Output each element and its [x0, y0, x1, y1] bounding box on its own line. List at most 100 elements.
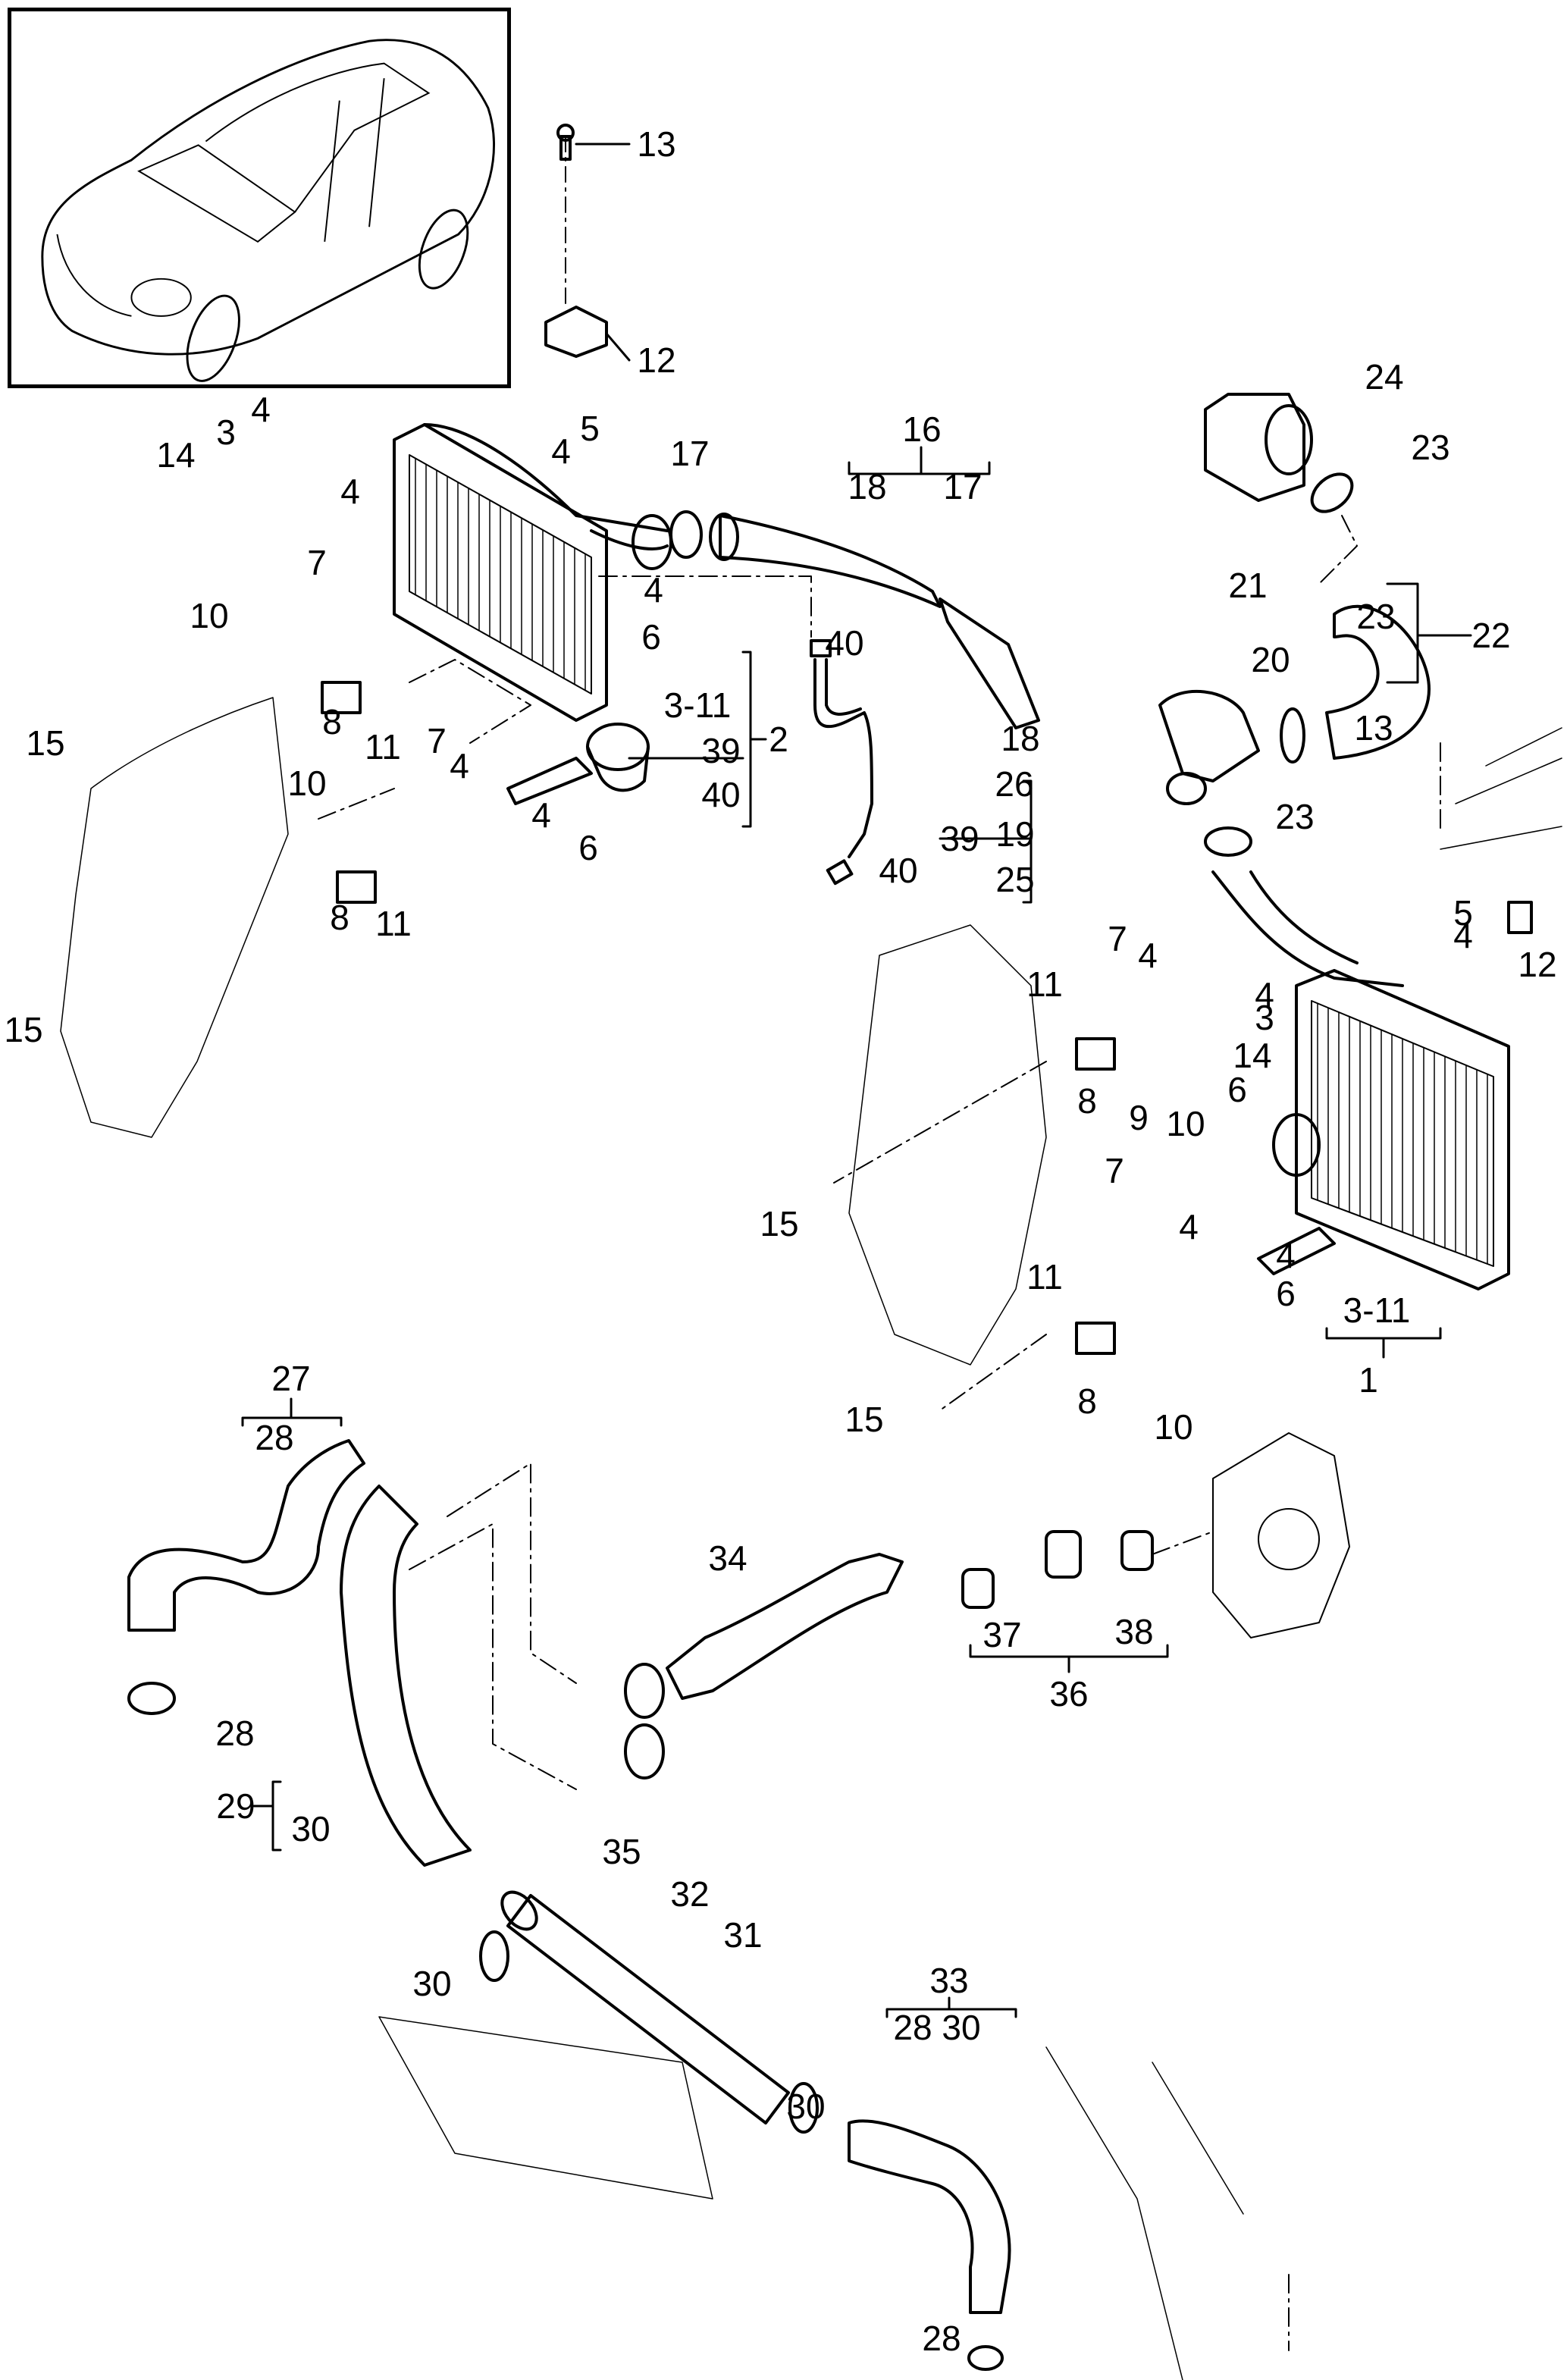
part-callout-11[interactable]: 11: [365, 727, 401, 767]
part-callout-36[interactable]: 36: [1049, 1674, 1089, 1714]
part-callout-4[interactable]: 4: [251, 390, 271, 429]
part-callout-9[interactable]: 9: [1129, 1098, 1149, 1137]
part-callout-11[interactable]: 11: [1026, 1257, 1063, 1297]
pipe-31: [500, 1890, 819, 2134]
part-callout-10[interactable]: 10: [1154, 1407, 1193, 1447]
part-callout-4[interactable]: 4: [551, 431, 571, 471]
part-callout-28[interactable]: 28: [893, 2008, 932, 2047]
part-callout-6[interactable]: 6: [578, 828, 598, 867]
part-callout-34[interactable]: 34: [708, 1538, 747, 1578]
part-callout-39[interactable]: 39: [701, 731, 741, 770]
part-callout-30[interactable]: 30: [291, 1809, 331, 1848]
part-callout-4[interactable]: 4: [531, 795, 551, 835]
part-callout-40[interactable]: 40: [701, 775, 741, 814]
part-callout-27[interactable]: 27: [271, 1359, 311, 1398]
part-callout-8[interactable]: 8: [330, 898, 349, 937]
part-callout-12[interactable]: 12: [637, 340, 676, 380]
part-callout-40[interactable]: 40: [879, 851, 918, 890]
part-callout-25[interactable]: 25: [995, 860, 1035, 899]
part-callout-4[interactable]: 4: [1255, 975, 1274, 1014]
part-callout-7[interactable]: 7: [1108, 919, 1127, 958]
assembly-dashed-lines: [318, 515, 1441, 2351]
pipe-34: [624, 1530, 1154, 1780]
part-callout-14[interactable]: 14: [156, 435, 196, 475]
part-callout-29[interactable]: 29: [216, 1786, 255, 1826]
part-callout-2[interactable]: 2: [769, 720, 788, 759]
bracket-12-top: [544, 124, 631, 362]
part-callout-38[interactable]: 38: [1114, 1612, 1154, 1651]
part-callout-17[interactable]: 17: [670, 434, 710, 473]
part-callout-7[interactable]: 7: [307, 543, 327, 582]
part-callout-23[interactable]: 23: [1275, 797, 1315, 836]
part-callout-28[interactable]: 28: [255, 1418, 294, 1457]
part-callout-15[interactable]: 15: [26, 723, 65, 763]
part-callout-7[interactable]: 7: [427, 721, 447, 760]
part-callout-5[interactable]: 5: [1453, 893, 1473, 933]
part-callout-4[interactable]: 4: [1453, 916, 1473, 955]
part-callout-12[interactable]: 12: [1518, 945, 1557, 984]
part-callout-4[interactable]: 4: [1138, 936, 1158, 975]
part-callout-39[interactable]: 39: [940, 819, 979, 858]
part-callout-3[interactable]: 3: [216, 412, 236, 452]
part-callout-7[interactable]: 7: [1105, 1151, 1124, 1190]
part-callout-15[interactable]: 15: [4, 1010, 43, 1049]
part-callout-3[interactable]: 3: [1255, 998, 1274, 1037]
hose-33: [848, 2119, 1011, 2371]
part-callout-30[interactable]: 30: [412, 1964, 452, 2003]
part-callout-4[interactable]: 4: [340, 472, 360, 511]
part-callout-18[interactable]: 18: [848, 467, 887, 506]
part-callout-23[interactable]: 23: [1411, 428, 1450, 467]
part-callout-8[interactable]: 8: [322, 702, 342, 742]
leader-lines: [241, 446, 1472, 2018]
part-callout-15[interactable]: 15: [845, 1400, 884, 1439]
part-callout-23[interactable]: 23: [1356, 597, 1396, 636]
part-callout-10[interactable]: 10: [1166, 1104, 1205, 1143]
hose-22: [1158, 604, 1431, 857]
part-callout-4[interactable]: 4: [1276, 1236, 1296, 1275]
part-callout-3-11[interactable]: 3-11: [663, 685, 732, 725]
chassis-outline: [60, 697, 1562, 2380]
part-callout-14[interactable]: 14: [1233, 1036, 1272, 1075]
part-callout-32[interactable]: 32: [670, 1874, 710, 1914]
part-callout-10[interactable]: 10: [287, 764, 327, 803]
part-callout-19[interactable]: 19: [995, 814, 1035, 854]
part-callout-13[interactable]: 13: [637, 124, 676, 164]
part-callout-30[interactable]: 30: [786, 2087, 826, 2126]
part-callout-10[interactable]: 10: [190, 596, 229, 635]
part-callout-20[interactable]: 20: [1251, 640, 1290, 679]
part-callout-18[interactable]: 18: [1001, 719, 1040, 758]
part-callout-16[interactable]: 16: [902, 409, 942, 449]
part-callout-17[interactable]: 17: [943, 467, 983, 506]
part-callout-6[interactable]: 6: [1227, 1070, 1247, 1109]
part-callout-24[interactable]: 24: [1365, 357, 1404, 397]
mounting-brackets: [321, 681, 1533, 1355]
part-callout-33[interactable]: 33: [929, 1961, 969, 2000]
part-callout-4[interactable]: 4: [644, 570, 663, 610]
part-callout-15[interactable]: 15: [760, 1204, 799, 1243]
part-callout-35[interactable]: 35: [602, 1832, 641, 1871]
part-callout-22[interactable]: 22: [1471, 616, 1511, 655]
part-callout-5[interactable]: 5: [580, 409, 600, 448]
part-callout-28[interactable]: 28: [215, 1714, 255, 1753]
part-callout-8[interactable]: 8: [1077, 1381, 1097, 1421]
part-callout-26[interactable]: 26: [995, 764, 1034, 804]
part-callout-40[interactable]: 40: [825, 623, 864, 663]
turbocharger: [1212, 1432, 1350, 1638]
part-callout-21[interactable]: 21: [1228, 566, 1268, 605]
part-callout-3-11[interactable]: 3-11: [1343, 1290, 1411, 1330]
part-callout-4[interactable]: 4: [450, 746, 469, 785]
part-callout-4[interactable]: 4: [1179, 1207, 1199, 1246]
part-callout-8[interactable]: 8: [1077, 1081, 1097, 1121]
part-callout-28[interactable]: 28: [922, 2319, 961, 2358]
part-callout-6[interactable]: 6: [1276, 1274, 1296, 1313]
part-callout-31[interactable]: 31: [723, 1915, 763, 1955]
part-callout-11[interactable]: 11: [1026, 964, 1063, 1004]
part-callout-6[interactable]: 6: [641, 617, 661, 657]
intercooler-left: [393, 423, 672, 805]
part-callout-30[interactable]: 30: [942, 2008, 981, 2047]
part-callout-13[interactable]: 13: [1354, 708, 1393, 748]
part-callout-37[interactable]: 37: [983, 1615, 1022, 1654]
part-callout-11[interactable]: 11: [375, 904, 412, 943]
part-callout-1[interactable]: 1: [1359, 1360, 1378, 1400]
